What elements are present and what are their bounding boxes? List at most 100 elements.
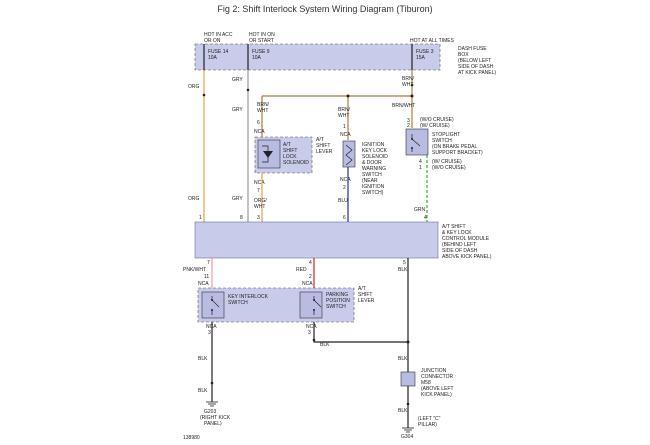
svg-text:G203: G203 — [204, 409, 216, 415]
svg-text:BRN/: BRN/ — [257, 102, 270, 108]
diagram-title: Fig 2: Shift Interlock System Wiring Dia… — [217, 4, 432, 14]
figure-id: 138980 — [183, 435, 200, 441]
shift-lock-solenoid: 6 NCA A/T SHIFT LOCK SOLENOID A/T SHIFT … — [254, 120, 333, 222]
svg-text:4: 4 — [309, 260, 312, 266]
fuse14-rating: 10A — [208, 55, 218, 61]
svg-text:4: 4 — [419, 159, 422, 165]
svg-text:SHIFT: SHIFT — [316, 143, 330, 149]
svg-text:(ON BRAKE PEDAL: (ON BRAKE PEDAL — [432, 144, 478, 150]
svg-text:ORG/: ORG/ — [254, 198, 267, 204]
hot-on-label-1: HOT IN ON — [249, 32, 275, 38]
svg-text:(W/ CRUISE): (W/ CRUISE) — [420, 123, 450, 129]
fuse-box-label-5: AT KICK PANEL) — [458, 70, 496, 76]
svg-text:NCA: NCA — [340, 132, 351, 138]
svg-text:WHT: WHT — [257, 108, 268, 114]
svg-text:BLK: BLK — [398, 356, 408, 362]
dash-fuse-box: HOT IN ACC OR ON HOT IN ON OR START HOT … — [194, 32, 496, 76]
hot-on-label-2: OR START — [249, 38, 274, 44]
svg-text:A/T SHIFT: A/T SHIFT — [442, 224, 466, 230]
svg-text:ABOVE KICK PANEL): ABOVE KICK PANEL) — [442, 254, 492, 260]
control-module: A/T SHIFT & KEY LOCK CONTROL MODULE (BEH… — [194, 221, 492, 266]
svg-text:NCA: NCA — [254, 180, 265, 186]
hot-all-times-label: HOT AT ALL TIMES — [410, 38, 455, 44]
svg-text:BRN/WHT: BRN/WHT — [392, 103, 415, 109]
svg-text:PILLAR): PILLAR) — [418, 422, 437, 428]
svg-text:(LEFT "C": (LEFT "C" — [418, 416, 441, 422]
svg-text:NCA: NCA — [302, 281, 313, 287]
svg-text:WHT: WHT — [338, 113, 349, 119]
svg-text:BLK: BLK — [198, 356, 208, 362]
svg-text:IGNITION: IGNITION — [362, 184, 385, 190]
svg-text:(W/ CRUISE): (W/ CRUISE) — [432, 159, 462, 165]
svg-text:NCA: NCA — [340, 177, 351, 183]
svg-text:6: 6 — [257, 120, 260, 126]
hot-acc-label-2: OR ON — [204, 38, 221, 44]
fuse-box-label-1: DASH FUSE — [458, 46, 487, 52]
svg-text:STOPLIGHT: STOPLIGHT — [432, 132, 460, 138]
fuse-box-label-3: (BELOW LEFT — [458, 58, 491, 64]
svg-text:G304: G304 — [401, 434, 413, 440]
svg-text:A/T: A/T — [358, 286, 366, 292]
svg-text:2: 2 — [309, 274, 312, 280]
svg-text:BLU: BLU — [338, 198, 348, 204]
fuse-box-label-4: SIDE OF DASH — [458, 64, 494, 70]
svg-text:& DOOR: & DOOR — [362, 160, 382, 166]
svg-text:BRN/: BRN/ — [402, 76, 415, 82]
svg-text:ORG: ORG — [188, 84, 200, 90]
stoplight-switch: 3 2 (W/O CRUISE) (W/ CRUISE) STOPLIGHT S… — [405, 117, 483, 222]
svg-text:8: 8 — [240, 215, 243, 221]
svg-text:PANEL): PANEL) — [204, 421, 222, 427]
svg-text:6: 6 — [343, 215, 346, 221]
svg-text:GRY: GRY — [232, 196, 243, 202]
fuse3-rating: 15A — [416, 55, 426, 61]
svg-text:SOLENOID: SOLENOID — [283, 160, 309, 166]
svg-text:RED: RED — [296, 267, 307, 273]
svg-text:SHIFT: SHIFT — [283, 148, 297, 154]
svg-text:KEY INTERLOCK: KEY INTERLOCK — [228, 294, 269, 300]
svg-text:3: 3 — [257, 215, 260, 221]
fuse14-label: FUSE 14 — [208, 49, 229, 55]
svg-text:SOLENOID: SOLENOID — [362, 154, 388, 160]
svg-text:SWITCH: SWITCH — [432, 138, 452, 144]
svg-text:ORG: ORG — [188, 196, 200, 202]
svg-text:M58: M58 — [421, 380, 431, 386]
key-interlock-switch — [201, 291, 225, 319]
svg-text:BLK: BLK — [398, 267, 408, 273]
svg-text:GRN: GRN — [414, 207, 426, 213]
svg-text:7: 7 — [207, 260, 210, 266]
svg-text:NCA: NCA — [306, 324, 317, 330]
svg-text:SWITCH: SWITCH — [228, 300, 248, 306]
svg-text:CONNECTOR: CONNECTOR — [421, 374, 454, 380]
svg-text:GRY: GRY — [232, 107, 243, 113]
fuse-box-outline — [194, 43, 441, 71]
svg-text:KICK PANEL): KICK PANEL) — [421, 392, 452, 398]
svg-text:WHT: WHT — [254, 204, 265, 210]
svg-text:GRY: GRY — [232, 77, 243, 83]
svg-text:NCA: NCA — [198, 281, 209, 287]
wire-brn-wht: BRN/ WHT BRN/ WHT BRN/ WHT BRN/WHT — [257, 70, 415, 140]
interlock-switch-group: A/T SHIFT LEVER KEY INTERLOCK SWITCH PAR… — [197, 286, 375, 323]
svg-text:BLK: BLK — [198, 388, 208, 394]
fuse9-label: FUSE 9 — [252, 49, 270, 55]
svg-text:(ABOVE LEFT: (ABOVE LEFT — [421, 386, 454, 392]
svg-text:WHT: WHT — [402, 82, 413, 88]
ground-g304: (LEFT "C" PILLAR) G304 — [401, 416, 441, 440]
svg-text:LOCK: LOCK — [283, 154, 297, 160]
svg-text:1: 1 — [419, 165, 422, 171]
svg-text:7: 7 — [257, 188, 260, 194]
svg-text:PNK/WHT: PNK/WHT — [183, 267, 206, 273]
fuse3-label: FUSE 3 — [416, 49, 434, 55]
svg-text:(W/O CRUISE): (W/O CRUISE) — [420, 117, 454, 123]
svg-text:LEVER: LEVER — [358, 298, 375, 304]
svg-text:NCA: NCA — [254, 129, 265, 135]
ignition-key-lock-solenoid: 1 NCA IGNITION KEY LOCK SOLENOID & DOOR … — [338, 124, 388, 222]
svg-text:SHIFT: SHIFT — [358, 292, 372, 298]
svg-text:3: 3 — [308, 330, 311, 336]
svg-text:SWITCH: SWITCH — [326, 304, 346, 310]
svg-text:A/T: A/T — [283, 142, 291, 148]
svg-text:PARKING: PARKING — [326, 292, 348, 298]
parking-position-switch — [299, 291, 323, 319]
svg-text:(NEAR: (NEAR — [362, 178, 378, 184]
wire-org: ORG ORG 1 — [188, 70, 206, 222]
wire-blk-right: BLK — [398, 258, 409, 372]
